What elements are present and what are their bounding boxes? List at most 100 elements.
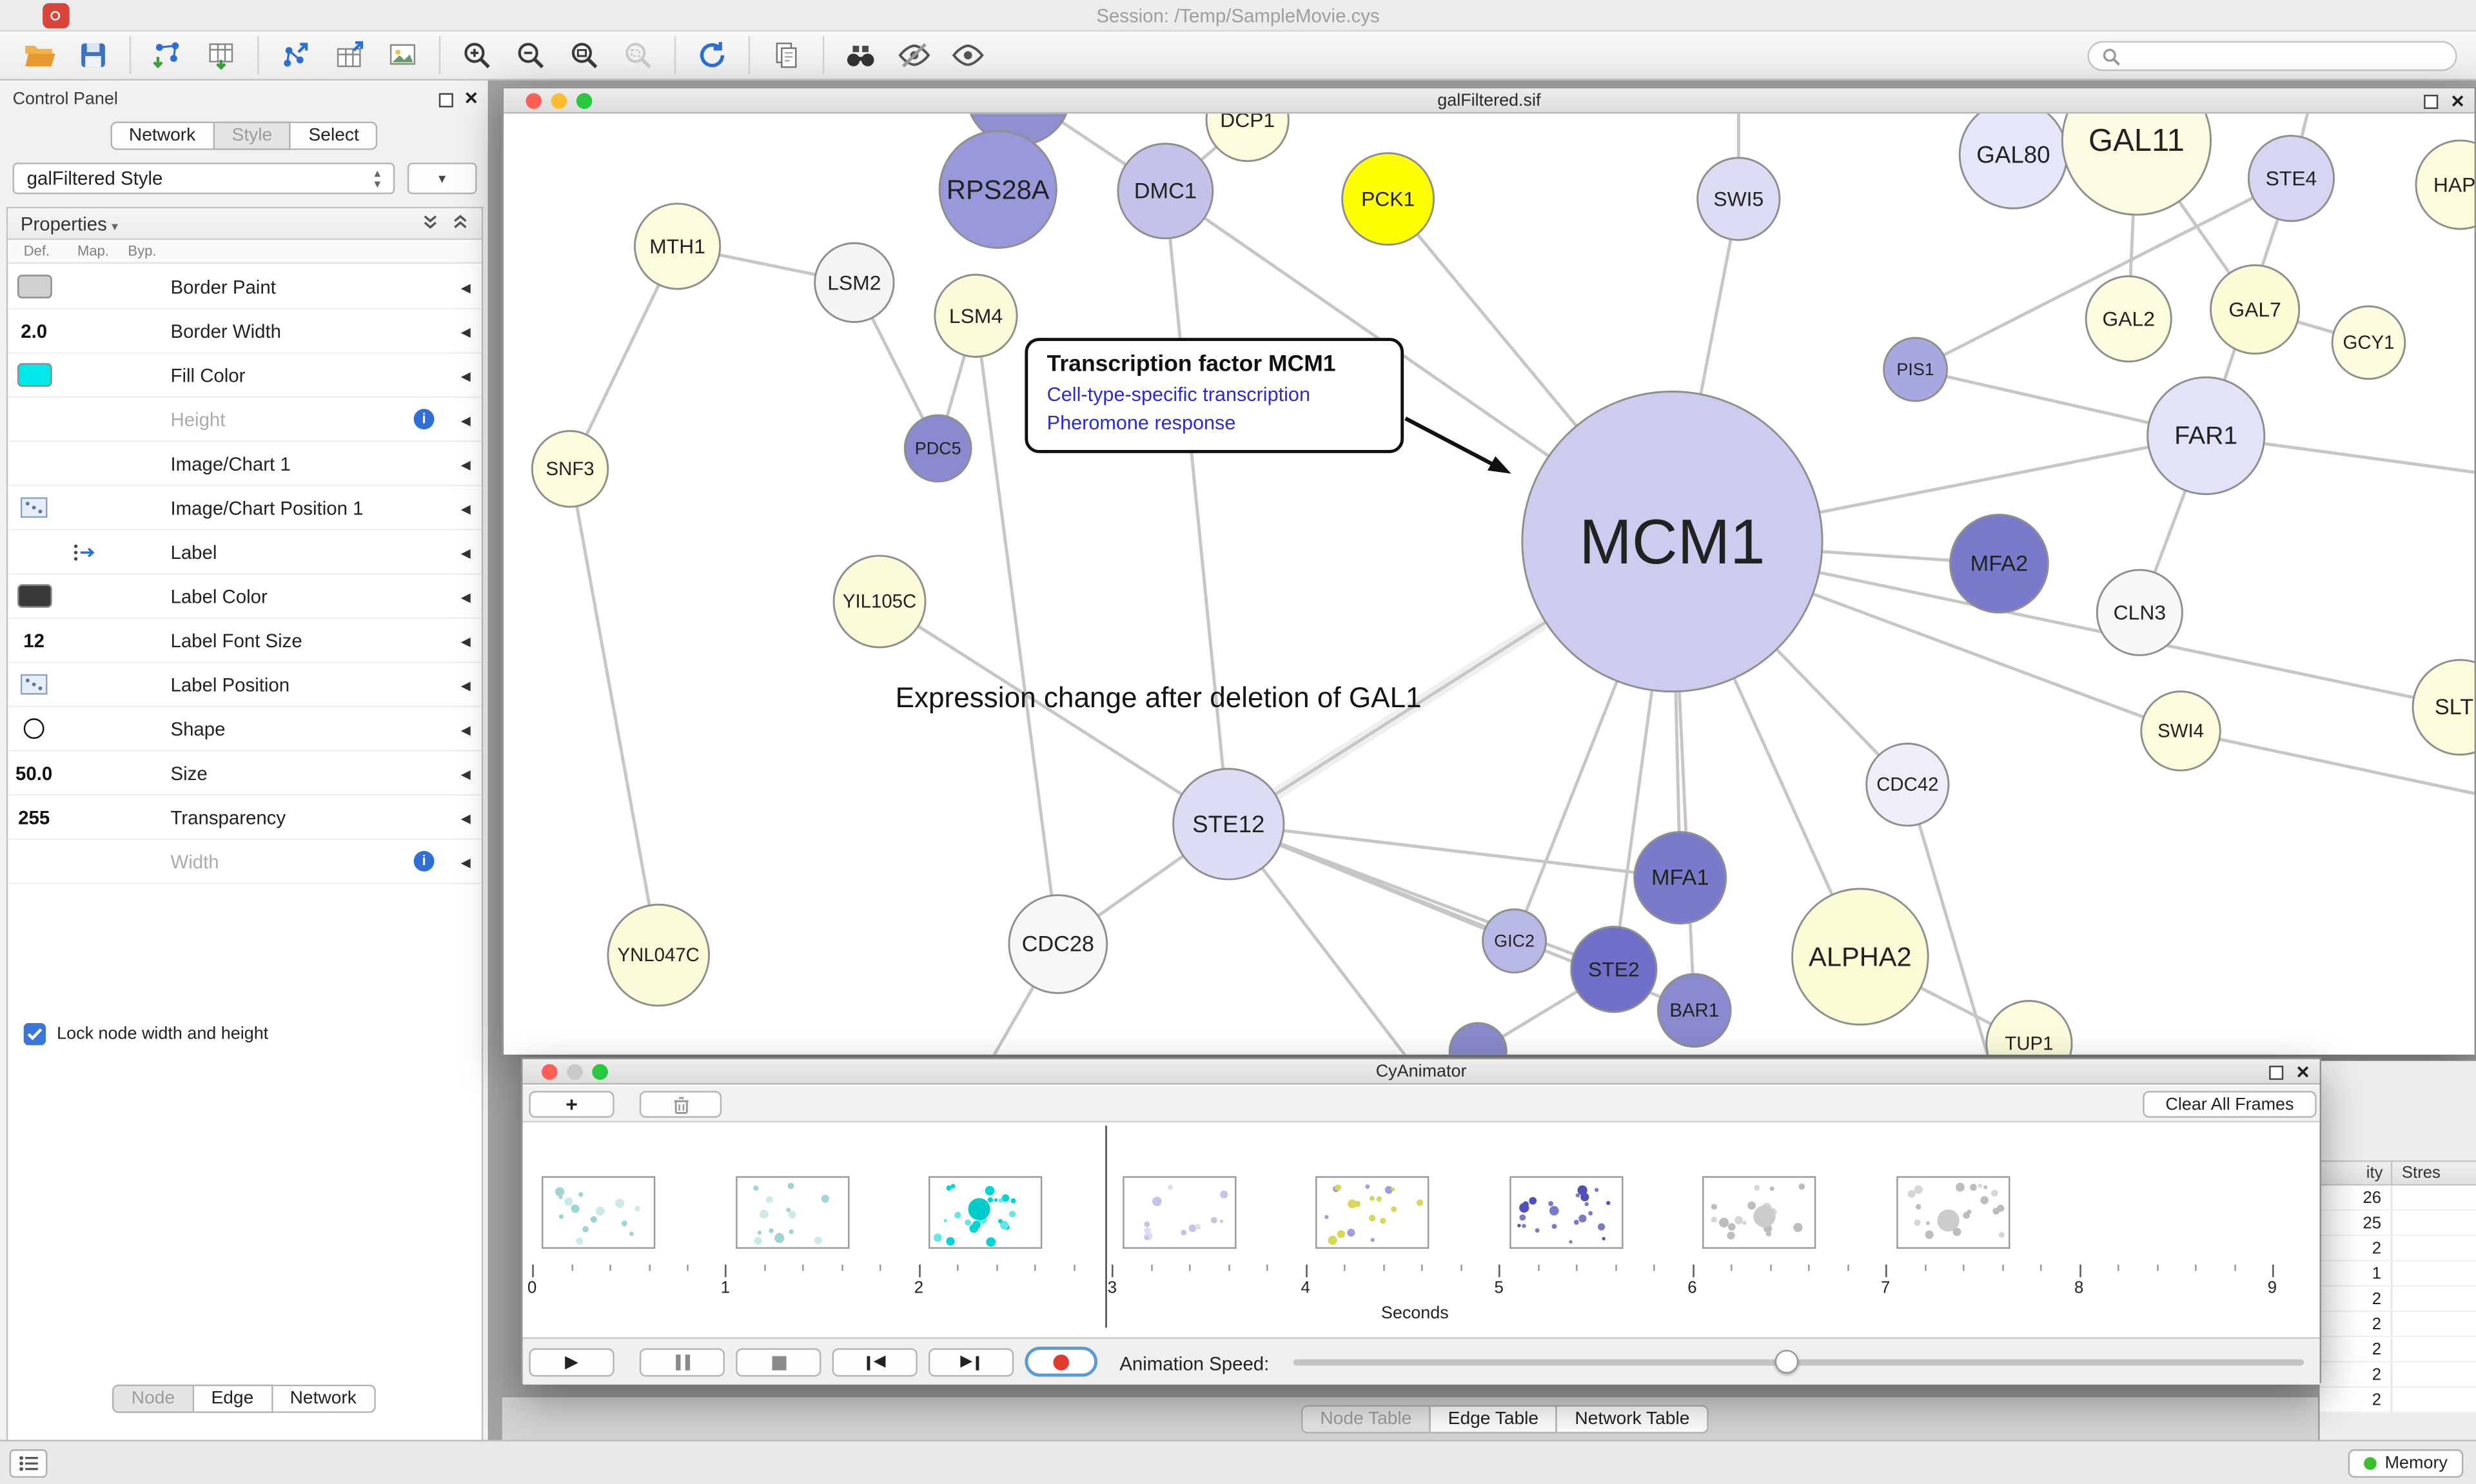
add-frame-button[interactable]: + [529, 1091, 614, 1118]
zoom-out-icon[interactable] [504, 33, 557, 77]
frame-thumbnail-2[interactable] [928, 1176, 1043, 1249]
default-cell[interactable] [8, 486, 60, 529]
record-button[interactable] [1025, 1346, 1098, 1377]
frame-thumbnail-7[interactable] [1896, 1176, 2010, 1249]
mapping-cell[interactable] [60, 707, 109, 750]
speed-slider-knob[interactable] [1774, 1349, 1799, 1374]
mapping-cell[interactable] [60, 531, 109, 573]
expand-row-icon[interactable]: ◀ [460, 546, 471, 561]
color-swatch[interactable] [16, 275, 52, 298]
tab-edge[interactable]: Edge [193, 1384, 273, 1413]
network-node-GAL2[interactable]: GAL2 [2085, 275, 2172, 363]
network-node-HAP4[interactable]: HAP4 [2415, 139, 2475, 230]
expand-row-icon[interactable]: ◀ [460, 590, 471, 605]
lock-size-checkbox[interactable] [23, 1022, 46, 1046]
expand-row-icon[interactable]: ◀ [460, 280, 471, 295]
style-options-button[interactable]: ▾ [407, 162, 477, 195]
close-window-icon[interactable]: ✕ [2295, 1064, 2310, 1084]
frame-thumbnail-0[interactable] [542, 1176, 656, 1249]
expand-row-icon[interactable]: ◀ [460, 811, 471, 826]
network-node-SWI5[interactable]: SWI5 [1696, 157, 1781, 241]
first-neighbors-icon[interactable] [834, 33, 887, 77]
network-node-LSM4[interactable]: LSM4 [934, 273, 1018, 358]
default-cell[interactable] [8, 354, 60, 396]
property-row-image-chart-position-1[interactable]: Image/Chart Position 1◀ [8, 486, 482, 531]
mapping-cell[interactable] [60, 574, 109, 617]
network-node-PDC5[interactable]: PDC5 [903, 414, 972, 483]
pause-button[interactable] [639, 1348, 725, 1377]
table-column-stres[interactable]: Stres [2401, 1163, 2441, 1183]
network-node-DMC1[interactable]: DMC1 [1117, 142, 1214, 240]
network-node-CDC28[interactable]: CDC28 [1008, 894, 1108, 994]
collapse-all-icon[interactable] [451, 213, 469, 234]
properties-header[interactable]: Properties▾ [8, 208, 482, 240]
import-network-icon[interactable] [141, 33, 194, 77]
default-cell[interactable] [8, 663, 60, 706]
mapping-cell[interactable] [60, 840, 109, 883]
frame-thumbnail-6[interactable] [1702, 1176, 1816, 1249]
network-node-MFA2[interactable]: MFA2 [1949, 513, 2049, 614]
mapping-cell[interactable] [60, 265, 109, 308]
bypass-cell[interactable] [109, 574, 158, 617]
property-row-border-paint[interactable]: Border Paint◀ [8, 265, 482, 310]
tab-style[interactable]: Style [214, 121, 291, 150]
frame-thumbnail-1[interactable] [736, 1176, 850, 1249]
position-icon[interactable] [20, 497, 48, 518]
network-node-PCK1[interactable]: PCK1 [1341, 152, 1435, 246]
bypass-cell[interactable] [109, 486, 158, 529]
network-node-RPS28A[interactable]: RPS28A [938, 130, 1057, 249]
tab-node-table[interactable]: Node Table [1301, 1405, 1431, 1434]
network-node-FAR1[interactable]: FAR1 [2147, 376, 2266, 496]
mapping-cell[interactable] [60, 619, 109, 661]
property-row-shape[interactable]: Shape◀ [8, 707, 482, 752]
bypass-cell[interactable] [109, 707, 158, 750]
network-node-STE4[interactable]: STE4 [2247, 135, 2335, 222]
network-node-BAR1[interactable]: BAR1 [1656, 973, 1732, 1048]
tab-edge-table[interactable]: Edge Table [1430, 1405, 1558, 1434]
property-row-label-color[interactable]: Label Color◀ [8, 574, 482, 620]
expand-row-icon[interactable]: ◀ [460, 679, 471, 694]
table-row[interactable]: 2 [2319, 1236, 2476, 1262]
frame-thumbnail-5[interactable] [1509, 1176, 1624, 1249]
default-cell[interactable]: 2.0 [8, 309, 60, 352]
annotation-link[interactable]: Pheromone response [1046, 411, 1236, 434]
default-cell[interactable] [8, 707, 60, 750]
mapping-cell[interactable] [60, 309, 109, 352]
float-window-icon[interactable] [438, 93, 453, 108]
close-panel-icon[interactable]: ✕ [464, 90, 479, 109]
network-canvas[interactable]: RPS28BRPS28ADCP1DMC1PCK1SWI5GAL80GAL11ST… [504, 113, 2475, 1055]
float-window-icon[interactable] [2423, 94, 2438, 109]
ellipse-shape-icon[interactable] [23, 718, 44, 739]
hide-selected-icon[interactable] [887, 33, 941, 77]
network-node-GAL7[interactable]: GAL7 [2210, 264, 2301, 355]
table-row[interactable]: 2 [2319, 1387, 2476, 1413]
tab-node[interactable]: Node [112, 1384, 194, 1413]
default-cell[interactable] [8, 574, 60, 617]
mapping-cell[interactable] [60, 354, 109, 396]
bypass-cell[interactable] [109, 442, 158, 485]
table-row[interactable]: 2 [2319, 1337, 2476, 1363]
network-node-SNF3[interactable]: SNF3 [531, 430, 609, 508]
table-row[interactable]: 25 [2319, 1211, 2476, 1236]
table-row[interactable]: 2 [2319, 1312, 2476, 1338]
bypass-cell[interactable] [109, 398, 158, 440]
stop-button[interactable] [736, 1348, 821, 1377]
export-table-icon[interactable] [322, 33, 376, 77]
tab-select[interactable]: Select [291, 121, 378, 150]
frame-thumbnail-3[interactable] [1123, 1176, 1237, 1249]
import-table-icon[interactable] [194, 33, 248, 77]
mapping-icon[interactable] [73, 542, 97, 561]
network-node-CLN3[interactable]: CLN3 [2096, 569, 2183, 656]
network-node-TUP1[interactable]: TUP1 [1985, 1000, 2073, 1055]
network-node-PIS1[interactable]: PIS1 [1883, 337, 1949, 402]
expand-row-icon[interactable]: ◀ [460, 413, 471, 428]
network-node-LSM2[interactable]: LSM2 [814, 242, 895, 324]
expand-all-icon[interactable] [422, 213, 439, 234]
network-node-SWI4[interactable]: SWI4 [2140, 690, 2221, 772]
expand-row-icon[interactable]: ◀ [460, 502, 471, 516]
